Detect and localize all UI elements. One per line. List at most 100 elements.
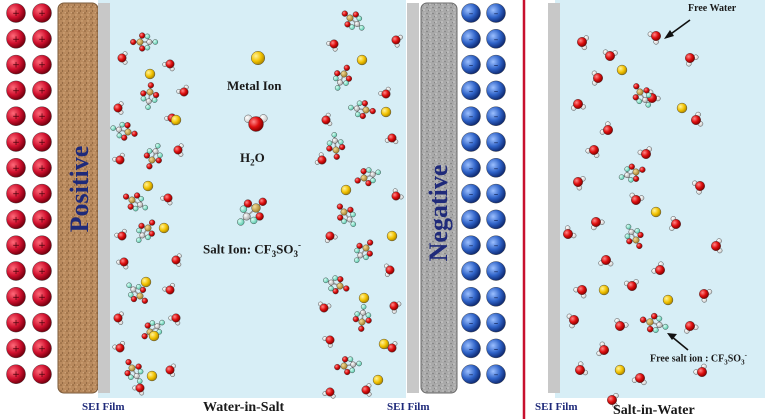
minus-sign: –: [469, 138, 474, 148]
minus-sign: –: [494, 241, 499, 251]
fluorine-atom: [332, 275, 338, 281]
water-molecule: [669, 216, 681, 231]
oxygen-atom: [639, 166, 646, 173]
minus-sign: –: [494, 293, 499, 303]
anion: –: [486, 183, 506, 204]
anion: –: [486, 312, 506, 333]
oxygen-atom: [134, 192, 141, 199]
water-formula-o: O: [254, 150, 265, 165]
sulfur-atom: [340, 362, 348, 370]
cation: +: [32, 158, 52, 178]
fluorine-atom: [136, 237, 142, 243]
carbon-atom: [369, 171, 376, 178]
oxygen-atom: [243, 199, 253, 208]
water-molecule: [391, 34, 403, 48]
cation-sphere: [6, 29, 26, 49]
minus-sign: –: [469, 370, 474, 380]
cation-sphere: [32, 132, 52, 152]
oxygen-atom: [605, 51, 615, 61]
carbon-atom: [354, 21, 361, 27]
oxygen-atom: [124, 370, 131, 377]
oxygen-atom: [577, 285, 587, 295]
anion: –: [486, 209, 506, 230]
oxygen-atom: [691, 115, 701, 125]
legend-metal-ion-label: Metal Ion: [227, 78, 282, 93]
oxygen-atom: [321, 115, 331, 125]
water-molecule: [566, 313, 579, 329]
salt-ion: [123, 192, 149, 212]
anion-sphere: [461, 158, 481, 178]
salt-ion: [632, 83, 652, 108]
plus-sign: +: [38, 267, 46, 277]
oxygen-atom: [601, 255, 611, 265]
sulfur-atom: [362, 106, 370, 114]
water-molecule: [132, 383, 145, 396]
metal-ion: [144, 68, 156, 80]
metal-ion: [650, 206, 662, 218]
carbon-atom: [137, 201, 144, 208]
salt-ion: [354, 239, 374, 263]
sulfur-atom: [128, 196, 136, 204]
carbon-atom: [360, 309, 366, 316]
minus-sign: –: [494, 35, 499, 45]
cation: +: [32, 312, 52, 333]
anion-sphere: [486, 287, 506, 307]
oxygen-atom: [121, 134, 128, 141]
cation: +: [32, 132, 52, 152]
anion: –: [461, 287, 481, 307]
metal-ion-sphere: [340, 184, 352, 196]
fluorine-atom: [356, 100, 363, 107]
cation: +: [6, 183, 26, 204]
plus-sign: +: [12, 61, 20, 71]
water-molecule: [176, 84, 189, 97]
oxygen-atom: [138, 222, 145, 229]
cation-sphere: [32, 106, 52, 126]
salt-ion: [124, 359, 144, 384]
carbon-atom: [145, 98, 152, 105]
fluorine-atom: [366, 167, 372, 173]
sei-film-label-right: SEI Film: [535, 401, 578, 413]
anion-sphere: [461, 183, 481, 204]
plus-sign: +: [12, 215, 20, 225]
water-molecule: [165, 363, 176, 377]
cation-sphere: [6, 3, 26, 23]
positive-label: Positive: [65, 145, 94, 233]
fluorine-atom: [624, 233, 631, 240]
oxygen-atom: [699, 289, 709, 299]
water-molecule: [631, 373, 647, 386]
fluorine-atom: [136, 227, 142, 234]
anion: –: [461, 183, 481, 204]
water-molecule: [571, 99, 586, 111]
metal-ion: [142, 180, 154, 192]
carbon-atom: [332, 137, 338, 144]
cation-sphere: [6, 338, 26, 359]
oxygen-atom: [332, 288, 339, 295]
salt-ion: [341, 10, 365, 31]
anion-sphere: [486, 158, 506, 178]
minus-sign: –: [494, 112, 499, 122]
cation: +: [32, 54, 52, 75]
fluorine-atom: [334, 85, 341, 91]
oxygen-atom: [347, 206, 354, 213]
anion: –: [461, 54, 481, 75]
metal-ion: [380, 106, 392, 118]
oxygen-atom: [633, 83, 640, 90]
fluorine-atom: [146, 148, 153, 154]
metal-ion-sphere: [386, 230, 398, 242]
fluorine-atom: [119, 121, 126, 128]
anion: –: [486, 3, 506, 23]
oxygen-atom: [352, 316, 359, 323]
free-salt-ion-sub-a: 3: [724, 358, 728, 367]
sulfur-atom: [148, 156, 156, 164]
anion: –: [486, 132, 506, 152]
oxygen-atom: [165, 59, 175, 69]
fluorine-atom: [140, 95, 147, 102]
legend-salt-ion-label: Salt Ion: CF3SO3-: [203, 240, 301, 259]
anion: –: [486, 158, 506, 178]
free-salt-ion-text-a: Free salt ion : CF: [650, 353, 725, 365]
oxygen-atom: [569, 315, 579, 325]
fluorine-atom: [356, 15, 363, 22]
anion: –: [486, 235, 506, 255]
salt-ion-sup: -: [297, 240, 301, 250]
